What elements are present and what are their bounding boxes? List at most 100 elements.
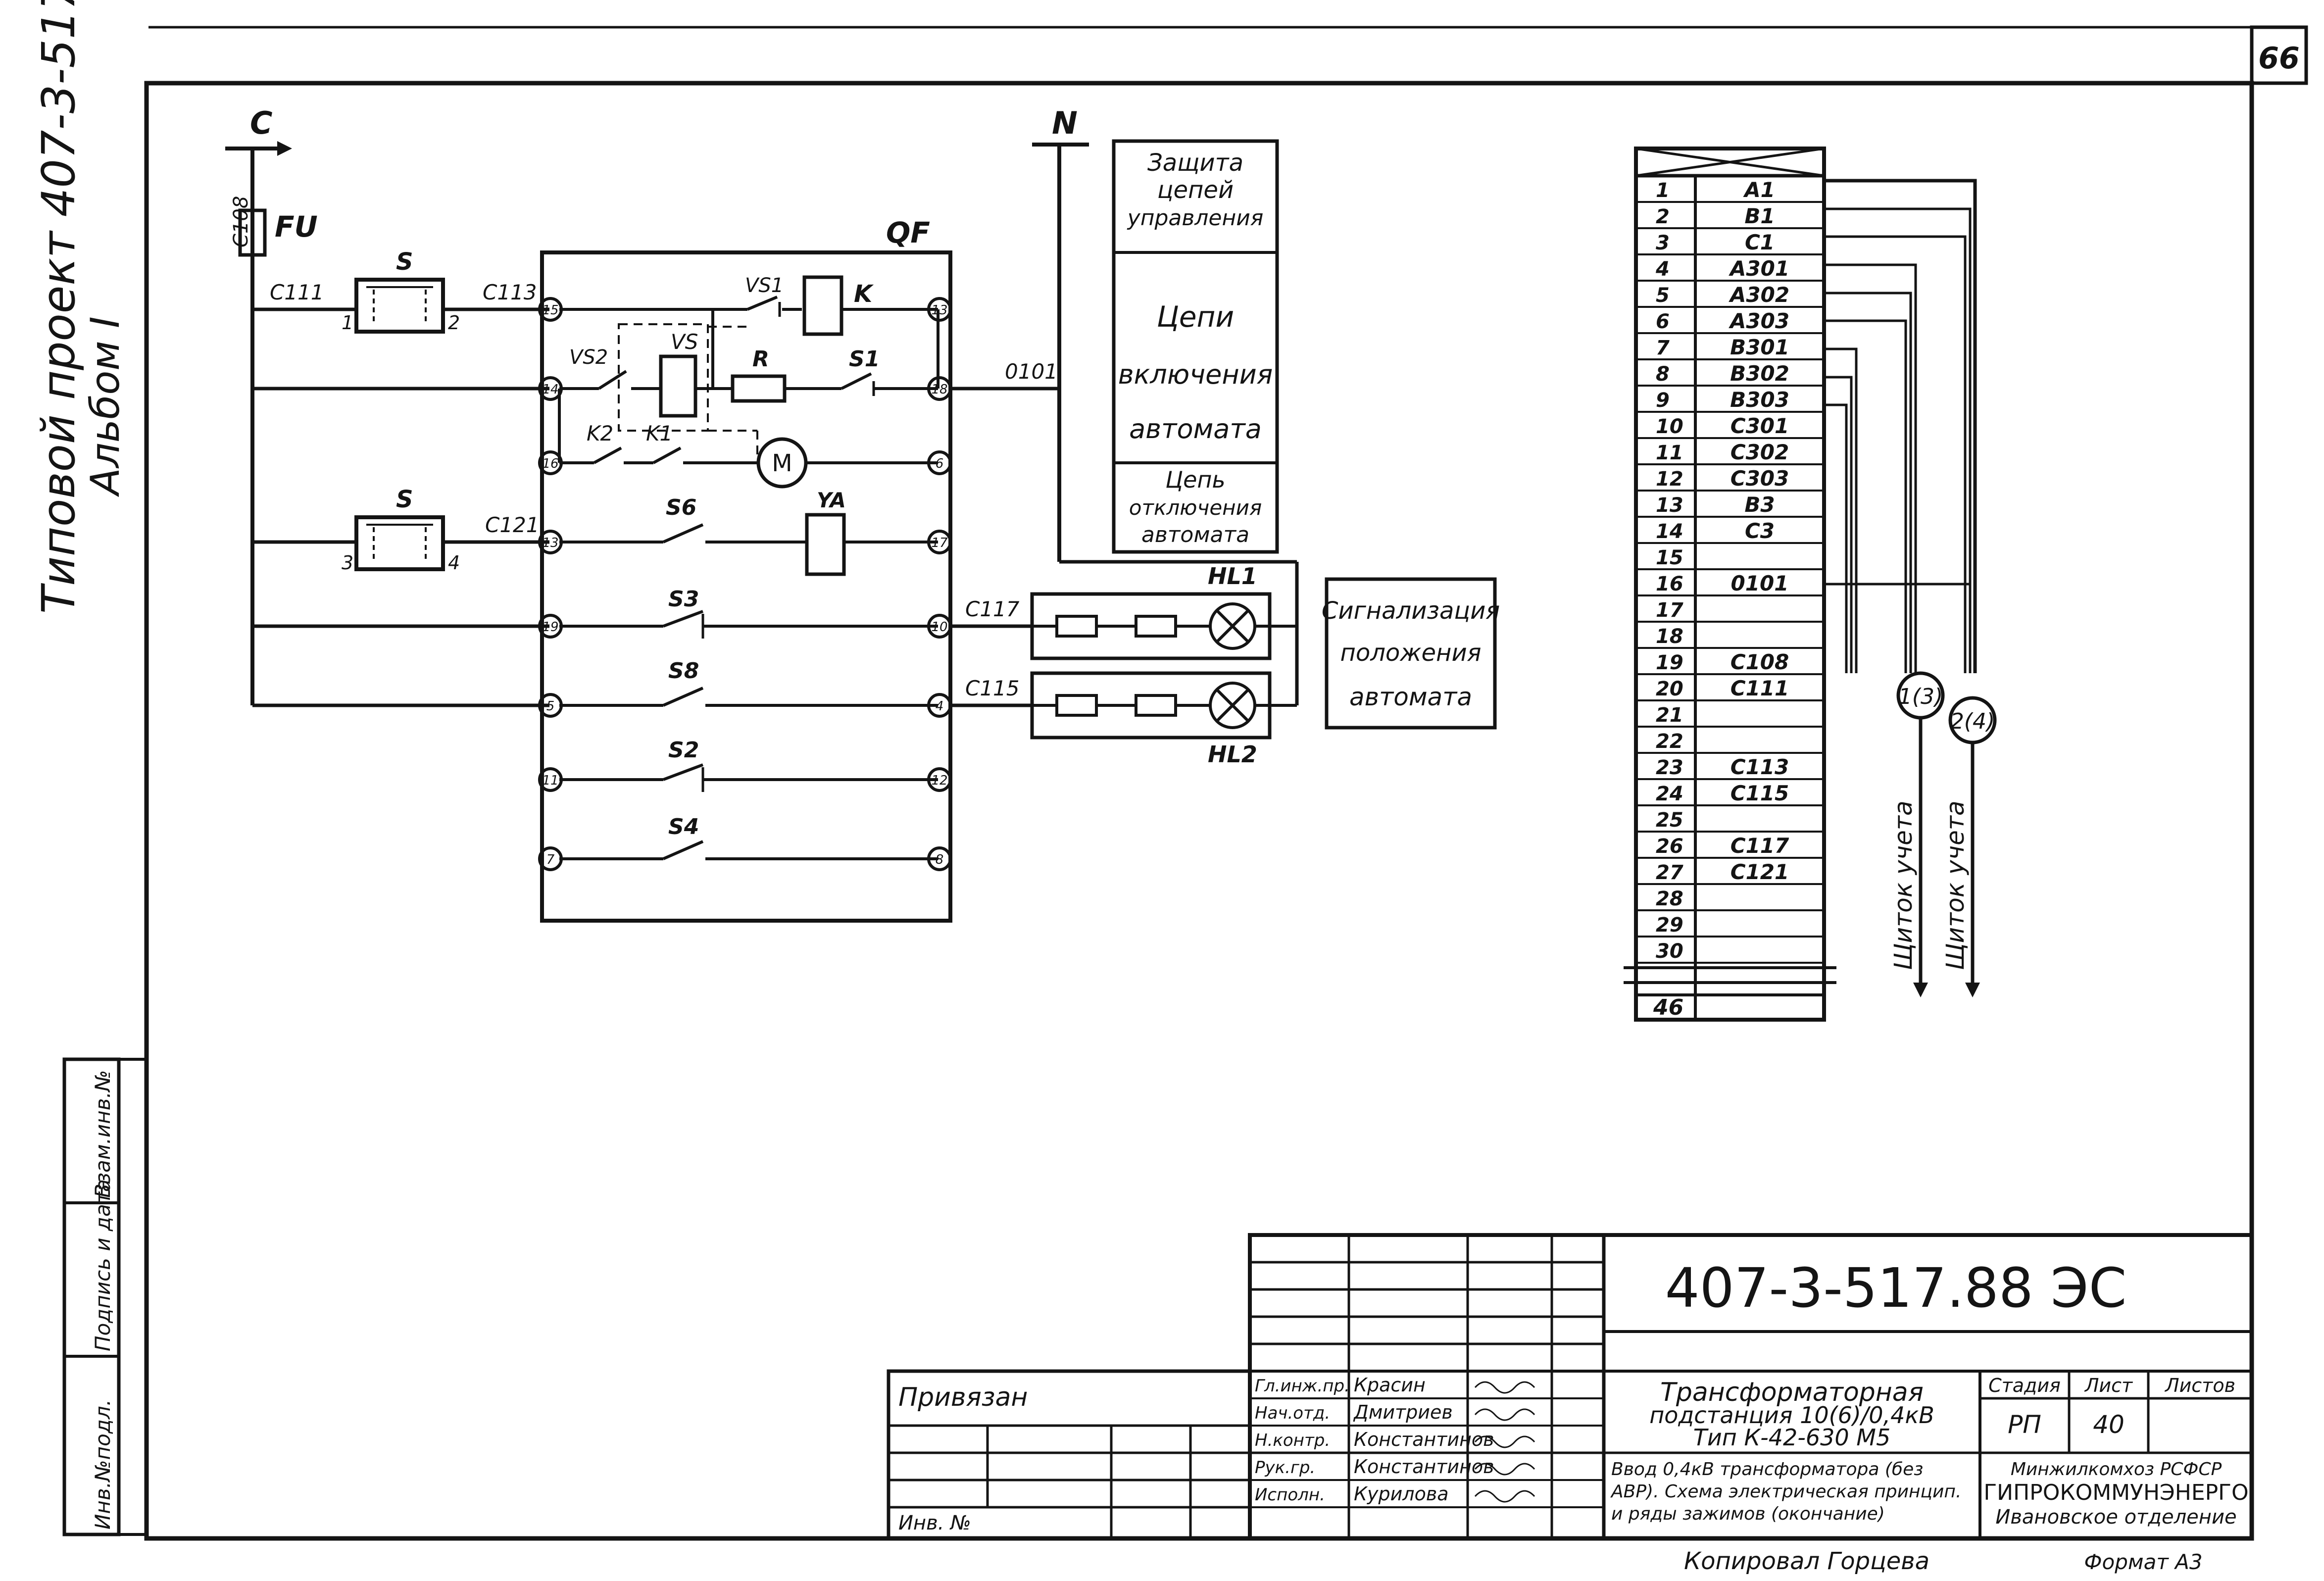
meter-2-label: Щиток учета: [1941, 800, 1970, 970]
terminal-wire: C303: [1731, 466, 1789, 491]
phase-c-bus: C C108 FU: [225, 105, 318, 705]
terminal-number: 8: [1656, 363, 1670, 386]
relay-k: [802, 275, 843, 336]
terminal-wire: C301: [1731, 414, 1789, 438]
meter-1-label: Щиток учета: [1889, 800, 1918, 970]
qf-internal: VS1 K VS2 VS R S1 M K2 K1: [558, 274, 939, 860]
lamp-hl1: C117 HL1: [950, 563, 1297, 660]
signature-name: Дмитриев: [1353, 1401, 1453, 1423]
side-project-title: Типовой проект 407-3-517.88: [32, 0, 85, 614]
wire-c121: C121: [485, 513, 540, 537]
breaker-qf: QF: [540, 216, 952, 923]
terminal-number: 28: [1656, 888, 1683, 910]
legend-2-line3: автомата: [1129, 413, 1262, 445]
fuse-fu: [238, 208, 267, 257]
wire-0101: 0101: [1005, 359, 1058, 384]
terminal-number: 27: [1656, 861, 1683, 884]
legend-signal-line2: положения: [1340, 639, 1481, 667]
terminal-last: 46: [1634, 993, 1826, 1021]
stage-value: РП: [2008, 1410, 2041, 1439]
label-ya: YA: [817, 488, 846, 512]
terminal-number: 26: [1656, 835, 1683, 858]
phase-feeders: [252, 387, 549, 707]
terminal-number: 29: [1656, 914, 1683, 937]
neutral-n: N 0101: [950, 105, 1299, 705]
legend-1-line2: цепей: [1157, 176, 1234, 204]
qf-terminal-left-label: 11: [542, 773, 558, 788]
signature-role: Исполн.: [1255, 1485, 1325, 1505]
stage-header: Стадия: [1988, 1375, 2061, 1396]
terminal-wire: C117: [1731, 834, 1789, 858]
legend-control-circuits: Защита цепей управления Цепи включения а…: [1112, 139, 1279, 554]
switch-term-3: 3: [342, 552, 353, 574]
title-block: 407-3-517.88 ЭС Трансформаторная подстан…: [1248, 1233, 2254, 1575]
side-stamp: Взам.инв.№ Подпись и дата Инв.№подл.: [62, 1057, 147, 1536]
qf-terminal-right-label: 4: [936, 699, 944, 714]
phase-label: C: [250, 105, 273, 141]
format-label: Формат А3: [2084, 1550, 2202, 1574]
signature-role: Рук.гр.: [1255, 1458, 1315, 1478]
terminal-wire: C3: [1745, 519, 1775, 543]
sheet-title-line3: и ряды зажимов (окончание): [1611, 1504, 1885, 1524]
signature-role: Н.контр.: [1255, 1431, 1330, 1450]
label-s2: S2: [668, 738, 699, 763]
switch-s-label-2: S: [396, 486, 413, 513]
legend-2-line2: включения: [1118, 359, 1273, 390]
terminal-number: 10: [1656, 415, 1683, 438]
doc-code: 407-3-517.88 ЭС: [1665, 1256, 2127, 1320]
label-s8: S8: [668, 658, 699, 684]
signature-scribble: [1474, 1435, 1535, 1448]
wire-c115: C115: [965, 676, 1020, 700]
meter-1-id: 1(3): [1898, 684, 1943, 709]
switch-s-bottom: S 3 4 C121: [252, 486, 549, 574]
label-s4: S4: [668, 814, 699, 840]
terminal-number: 1: [1656, 179, 1670, 202]
fuse-label: FU: [275, 210, 318, 244]
wire-c117: C117: [965, 597, 1020, 621]
sheet-header: Лист: [2084, 1375, 2133, 1396]
terminal-last-number: 46: [1653, 995, 1683, 1020]
qf-terminal-left-label: 16: [542, 456, 558, 471]
terminal-number: 6: [1656, 310, 1670, 333]
terminal-number: 16: [1656, 573, 1683, 595]
terminal-wire: B302: [1730, 361, 1789, 386]
object-line1: Трансформаторная: [1660, 1378, 1924, 1407]
qf-terminal-left-label: 19: [542, 620, 558, 635]
qf-terminal-left-label: 13: [542, 536, 558, 550]
terminal-number: 5: [1656, 284, 1670, 307]
terminal-wire: A303: [1729, 309, 1789, 333]
terminal-number: 13: [1656, 494, 1683, 517]
side-album-title: Альбом I: [82, 316, 128, 497]
terminal-number: 23: [1656, 756, 1683, 779]
terminal-number: 2: [1656, 205, 1670, 228]
stamp-replace-inv: Взам.инв.№: [91, 1070, 115, 1198]
qf-terminal-left-label: 15: [542, 303, 558, 318]
sheet-number: 66: [2258, 41, 2300, 76]
legend-signal-line3: автомата: [1349, 683, 1472, 711]
org-line2: ГИПРОКОММУНЭНЕРГО: [1983, 1480, 2248, 1505]
terminal-number: 30: [1656, 940, 1683, 963]
terminal-number: 4: [1655, 258, 1670, 281]
breaker-label: QF: [886, 216, 930, 249]
terminal-number: 3: [1656, 232, 1670, 254]
org-line3: Ивановское отделение: [1995, 1506, 2236, 1529]
legend-signalling: Сигнализация положения автомата: [1322, 577, 1500, 730]
sheet-title-line1: Ввод 0,4кВ трансформатора (без: [1611, 1459, 1923, 1480]
wire-c111: C111: [270, 280, 324, 304]
lamp-hl2: C115 HL2: [950, 671, 1297, 768]
sheets-header: Листов: [2164, 1375, 2235, 1396]
terminal-wire: B1: [1744, 204, 1775, 228]
neutral-label: N: [1052, 105, 1078, 141]
legend-signal-line1: Сигнализация: [1322, 597, 1500, 625]
qf-terminal-left-label: 7: [546, 852, 555, 867]
label-vs1: VS1: [745, 274, 784, 297]
signature-scribble: [1474, 1463, 1535, 1476]
terminal-number: 19: [1656, 651, 1683, 674]
signature-name: Константинов: [1354, 1456, 1494, 1478]
switch-term-2: 2: [448, 312, 460, 334]
legend-3-line2: отключения: [1129, 495, 1262, 520]
signature-rows: Гл.инж.пр.КрасинНач.отд.ДмитриевН.контр.…: [1255, 1374, 1535, 1505]
terminal-wire: C121: [1731, 860, 1789, 884]
